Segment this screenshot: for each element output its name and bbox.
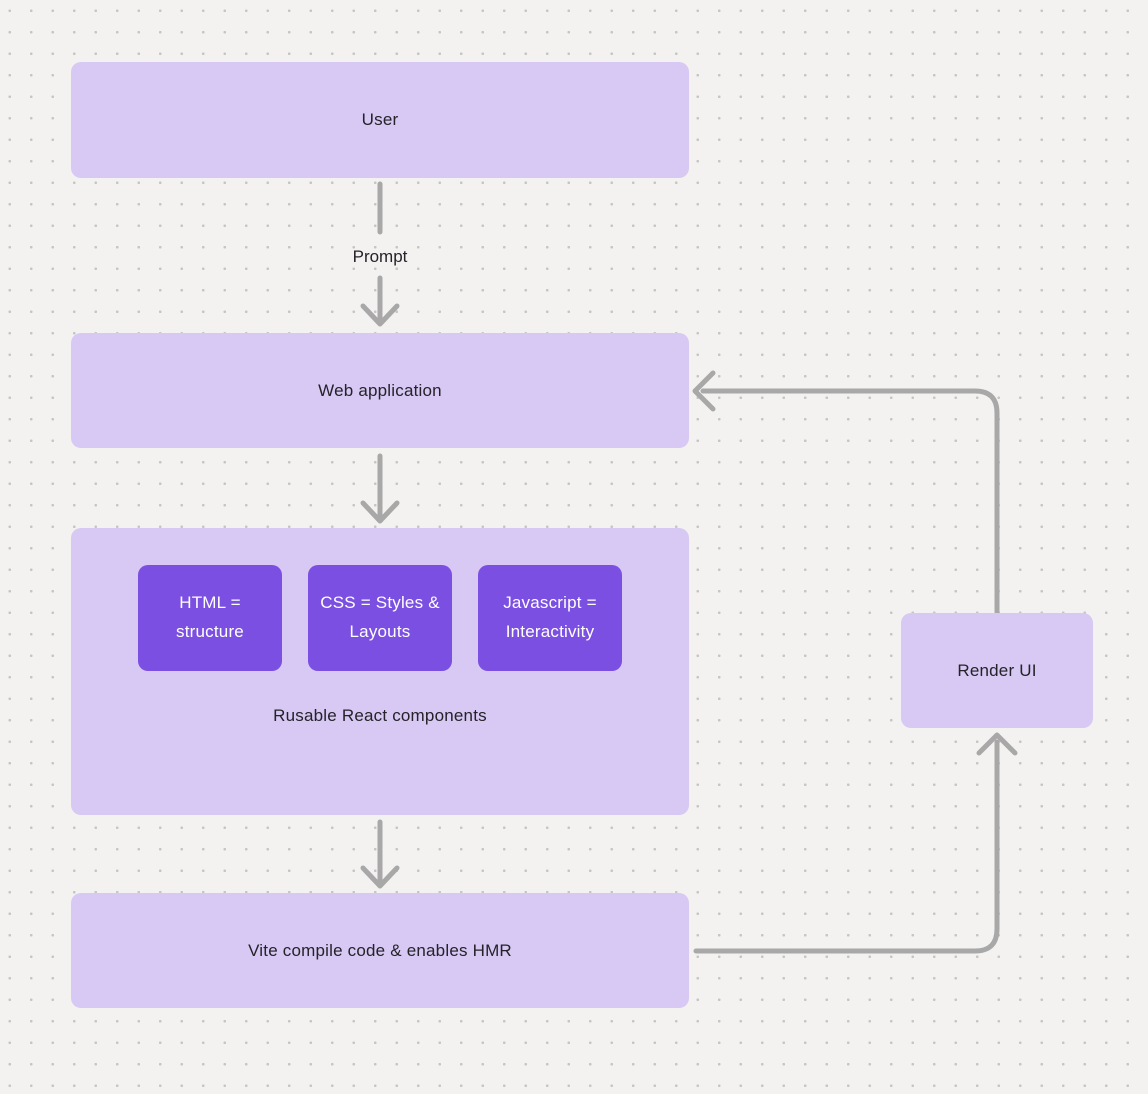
edge-prompt-label: Prompt <box>352 247 408 266</box>
node-css: CSS = Styles & Layouts <box>308 565 452 671</box>
node-vite-label: Vite compile code & enables HMR <box>248 940 512 960</box>
node-components-group: HTML = structure CSS = Styles & Layouts … <box>71 528 689 815</box>
node-user-label: User <box>361 110 399 129</box>
components-row: HTML = structure CSS = Styles & Layouts … <box>138 565 622 671</box>
node-javascript: Javascript = Interactivity <box>478 565 622 671</box>
edge-webapp-to-group <box>360 453 400 524</box>
node-render-ui-label: Render UI <box>957 660 1037 680</box>
node-html-label: HTML = structure <box>176 593 244 641</box>
node-render-ui: Render UI <box>901 613 1093 728</box>
node-css-label: CSS = Styles & Layouts <box>320 593 440 641</box>
arrowhead-up-icon <box>976 732 1018 756</box>
arrowhead-down-icon <box>360 303 400 327</box>
arrowhead-left-icon <box>692 370 716 412</box>
arrowhead-down-icon <box>360 500 400 524</box>
node-user: User <box>71 62 689 178</box>
node-html: HTML = structure <box>138 565 282 671</box>
edge-group-to-vite <box>360 819 400 889</box>
node-vite: Vite compile code & enables HMR <box>71 893 689 1008</box>
node-web-application: Web application <box>71 333 689 448</box>
components-group-label: Rusable React components <box>273 706 487 725</box>
node-javascript-label: Javascript = Interactivity <box>503 593 597 641</box>
edge-render-to-webapp <box>692 370 1000 615</box>
edge-vite-to-render <box>693 732 1018 954</box>
node-web-application-label: Web application <box>318 380 442 400</box>
arrowhead-down-icon <box>360 865 400 889</box>
